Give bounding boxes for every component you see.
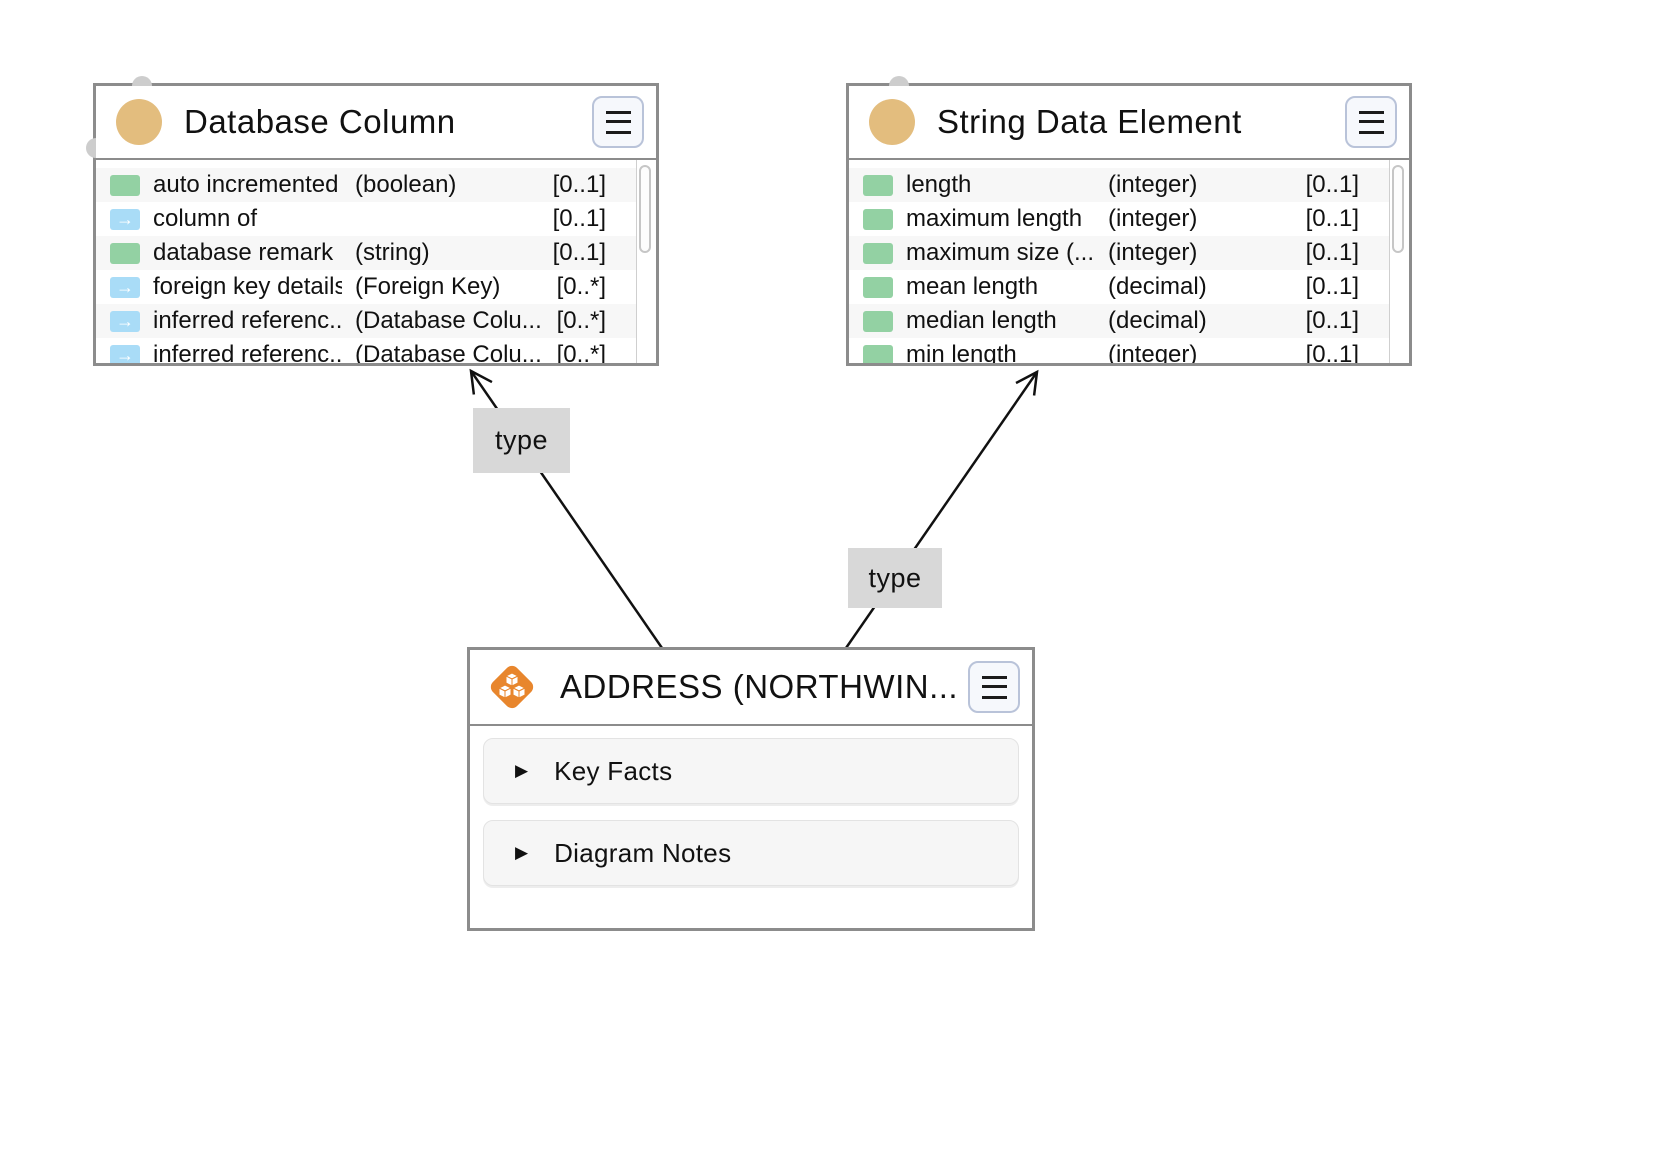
menu-button[interactable] xyxy=(1345,96,1397,148)
edge-label-text: type xyxy=(868,562,922,593)
attribute-row[interactable]: min length (integer) [0..1] xyxy=(849,338,1389,363)
attribute-type: (Database Colu... xyxy=(355,341,542,363)
attribute-name: mean length xyxy=(906,273,1039,300)
attribute-icon xyxy=(863,344,893,363)
attribute-type: (Foreign Key) xyxy=(355,273,501,300)
scrollbar-track xyxy=(1389,160,1409,363)
attribute-icon xyxy=(863,208,893,230)
attribute-cardinality: [0..1] xyxy=(1305,273,1359,300)
attribute-cardinality: [0..1] xyxy=(552,239,606,266)
attribute-name: maximum length xyxy=(906,205,1083,232)
node-title: ADDRESS (NORTHWIN... xyxy=(560,668,959,705)
attribute-name: column of xyxy=(153,205,258,232)
attribute-name: inferred referenc... xyxy=(153,307,342,334)
reference-icon: → xyxy=(110,344,140,363)
connection-port[interactable] xyxy=(889,76,909,86)
attribute-row[interactable]: → inferred referenc... (Database Colu... [0… xyxy=(96,304,636,338)
scrollbar-thumb[interactable] xyxy=(1392,165,1404,253)
edge-label-type[interactable]: type xyxy=(473,408,570,473)
attribute-cardinality: [0..*] xyxy=(556,307,606,334)
attribute-cardinality: [0..1] xyxy=(1305,307,1359,334)
attribute-type: (Database Colu... xyxy=(355,307,542,334)
attribute-name: maximum size (... xyxy=(906,239,1095,266)
node-title: String Data Element xyxy=(937,103,1242,140)
attribute-icon xyxy=(863,174,893,196)
connection-port[interactable] xyxy=(132,76,152,86)
hamburger-icon xyxy=(981,675,1007,699)
attribute-name: database remark xyxy=(153,239,334,266)
reference-icon: → xyxy=(110,208,140,230)
attribute-row[interactable]: length (integer) [0..1] xyxy=(849,168,1389,202)
attribute-row[interactable]: maximum size (... (integer) [0..1] xyxy=(849,236,1389,270)
attribute-row[interactable]: median length (decimal) [0..1] xyxy=(849,304,1389,338)
attribute-icon xyxy=(863,242,893,264)
chevron-right-icon: ▶ xyxy=(515,761,529,780)
attribute-type: (decimal) xyxy=(1108,307,1207,334)
hamburger-icon xyxy=(1358,110,1384,134)
scrollbar-track xyxy=(636,160,656,363)
attribute-name: foreign key details xyxy=(153,273,342,300)
reference-icon: → xyxy=(110,310,140,332)
attribute-name: median length xyxy=(906,307,1057,334)
attribute-row[interactable]: → column of [0..1] xyxy=(96,202,636,236)
edge-label-type[interactable]: type xyxy=(848,548,942,608)
attribute-icon xyxy=(863,310,893,332)
attribute-icon xyxy=(863,276,893,298)
hamburger-icon xyxy=(605,110,631,134)
attribute-type: (string) xyxy=(355,239,430,266)
attribute-row[interactable]: database remark (string) [0..1] xyxy=(96,236,636,270)
attribute-type: (integer) xyxy=(1108,171,1198,198)
menu-button[interactable] xyxy=(592,96,644,148)
attribute-cardinality: [0..1] xyxy=(1305,239,1359,266)
attribute-type: (boolean) xyxy=(355,171,457,198)
attribute-cardinality: [0..*] xyxy=(556,273,606,300)
attribute-row[interactable]: → inferred referenc... (Database Colu... [0… xyxy=(96,338,636,363)
section-label: Key Facts xyxy=(554,755,673,786)
node-title: Database Column xyxy=(184,103,456,140)
node-database-column[interactable]: Database Column auto incremented (boolean… xyxy=(86,76,659,366)
reference-icon: → xyxy=(110,276,140,298)
attribute-cardinality: [0..*] xyxy=(556,341,606,363)
attribute-icon xyxy=(110,174,140,196)
attribute-row[interactable]: auto incremented (boolean) [0..1] xyxy=(96,168,636,202)
attribute-type: (decimal) xyxy=(1108,273,1207,300)
node-header: Database Column xyxy=(96,86,656,160)
edge-label-text: type xyxy=(494,425,549,455)
section-diagram-notes[interactable]: ▶ Diagram Notes xyxy=(483,820,1019,886)
attribute-name: auto incremented xyxy=(153,171,339,198)
node-header: String Data Element xyxy=(849,86,1409,160)
chevron-right-icon: ▶ xyxy=(515,843,529,862)
node-string-data-element[interactable]: String Data Element length (integer) [0..1… xyxy=(846,76,1412,366)
menu-button[interactable] xyxy=(968,661,1020,713)
node-header: ADDRESS (NORTHWIN... xyxy=(470,650,1032,726)
node-address-northwind[interactable]: ADDRESS (NORTHWIN... ▶ Key Facts ▶ Diagr… xyxy=(467,647,1035,931)
class-icon xyxy=(116,99,162,145)
attribute-cardinality: [0..1] xyxy=(552,205,606,232)
attribute-name: length xyxy=(906,171,972,198)
dataset-icon xyxy=(486,661,538,713)
attribute-cardinality: [0..1] xyxy=(1305,171,1359,198)
attribute-list: auto incremented (boolean) [0..1] → column o… xyxy=(96,160,636,363)
class-icon xyxy=(869,99,915,145)
section-label: Diagram Notes xyxy=(554,837,732,868)
scrollbar-thumb[interactable] xyxy=(639,165,651,253)
connection-port[interactable] xyxy=(86,138,96,158)
attribute-name: min length xyxy=(906,341,1017,363)
attribute-type: (integer) xyxy=(1108,205,1198,232)
attribute-list: length (integer) [0..1] maximum length (inte… xyxy=(849,160,1389,363)
attribute-icon xyxy=(110,242,140,264)
attribute-name: inferred referenc... xyxy=(153,341,342,363)
attribute-row[interactable]: maximum length (integer) [0..1] xyxy=(849,202,1389,236)
attribute-cardinality: [0..1] xyxy=(1305,341,1359,363)
attribute-row[interactable]: mean length (decimal) [0..1] xyxy=(849,270,1389,304)
attribute-cardinality: [0..1] xyxy=(1305,205,1359,232)
attribute-row[interactable]: → foreign key details (Foreign Key) [0..*] xyxy=(96,270,636,304)
section-key-facts[interactable]: ▶ Key Facts xyxy=(483,738,1019,804)
attribute-type: (integer) xyxy=(1108,239,1198,266)
attribute-cardinality: [0..1] xyxy=(552,171,606,198)
attribute-type: (integer) xyxy=(1108,341,1198,363)
